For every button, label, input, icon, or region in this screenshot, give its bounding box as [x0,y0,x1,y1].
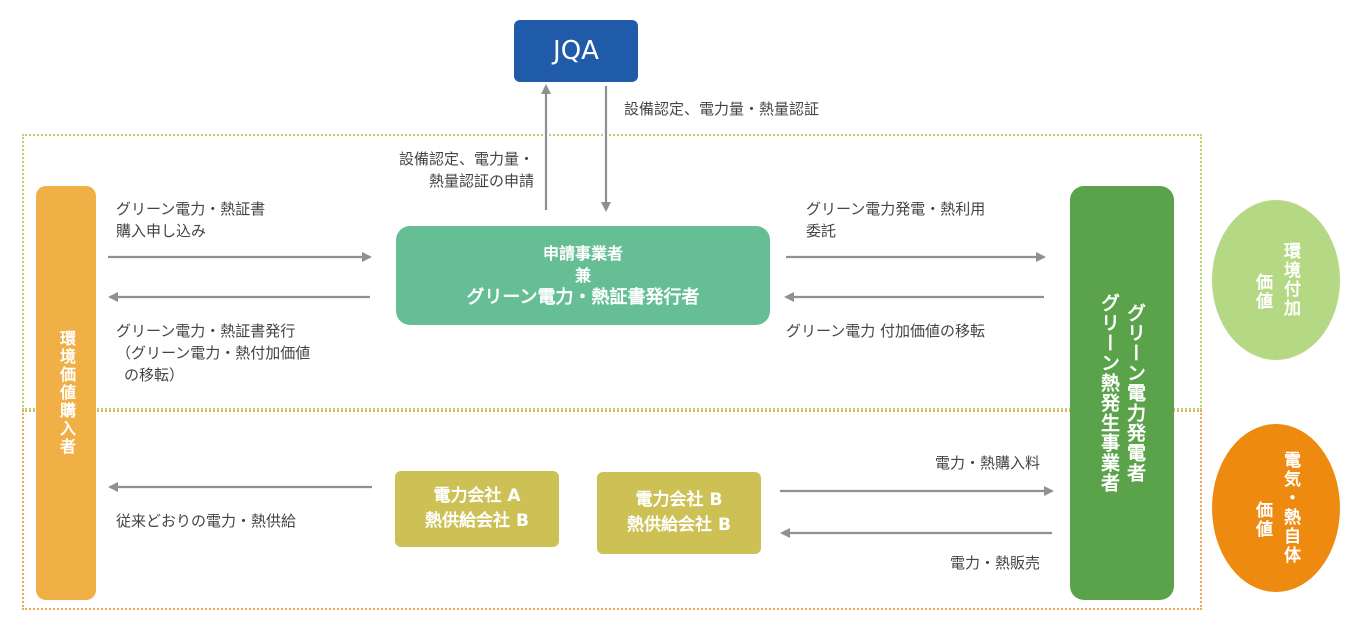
applicant-line-2: 兼 [574,265,591,285]
company-b-line-2: 熱供給会社 B [627,515,731,535]
electricity-value-boundary [22,410,1202,610]
applicant-issuer-box: 申請事業者 兼 グリーン電力・熱証書発行者 [396,226,770,325]
company-a-box: 電力会社 A 熱供給会社 B [395,471,559,547]
consign-line-2: 委託 [806,222,837,240]
purchase-text: 電力・熱購入料 [934,454,1040,472]
company-b-box: 電力会社 B 熱供給会社 B [597,472,761,554]
issue-line-1: グリーン電力・熱証書発行 [116,322,296,340]
company-a-line-1: 電力会社 A [433,486,521,506]
purchase-label: 電力・熱購入料 [900,452,1040,474]
conventional-supply-label: 従来どおりの電力・熱供給 [116,510,296,532]
buy-request-line-1: グリーン電力・熱証書 [116,200,266,218]
jqa-certification-label: 設備認定、電力量・熱量認証 [624,98,819,120]
jqa-application-label: 設備認定、電力量・ 熱量認証の申請 [360,148,534,192]
green-generator-box: グリーン熱発生事業者 グリーン電力発電者 [1070,186,1174,600]
applicant-line-1: 申請事業者 [542,243,623,263]
applicant-line-3: グリーン電力・熱証書発行者 [466,286,700,308]
elec-value-col-2: 電気・熱自体 [1280,451,1300,565]
conventional-supply-text: 従来どおりの電力・熱供給 [116,512,297,530]
sale-label: 電力・熱販売 [900,552,1040,574]
company-b-line-1: 電力会社 B [635,490,723,510]
jqa-up-line-2: 熱量認証の申請 [428,172,534,190]
consignment-label: グリーン電力発電・熱利用 委託 [806,198,985,242]
jqa-box: JQA [514,20,638,82]
buyer-label: 環境価値購入者 [57,330,76,456]
generator-col-2: グリーン電力発電者 [1124,303,1146,483]
jqa-label: JQA [553,36,599,66]
env-value-col-1: 価値 [1252,273,1272,311]
env-value-col-2: 環境付加 [1280,242,1300,318]
issue-line-2: （グリーン電力・熱付加価値 [116,344,311,362]
buy-request-line-2: 購入申し込み [116,222,207,240]
generator-col-1: グリーン熱発生事業者 [1098,293,1120,493]
value-transfer-text: グリーン電力 付加価値の移転 [786,322,986,340]
sale-text: 電力・熱販売 [949,554,1040,572]
jqa-up-line-1: 設備認定、電力量・ [398,150,534,168]
environmental-value-buyer-box: 環境価値購入者 [36,186,96,600]
buy-request-label: グリーン電力・熱証書 購入申し込み [116,198,265,242]
issue-line-3: の移転） [124,366,185,384]
environmental-value-boundary [22,134,1202,410]
consign-line-1: グリーン電力発電・熱利用 [806,200,986,218]
company-a-line-2: 熱供給会社 B [425,511,529,531]
elec-value-col-1: 価値 [1252,501,1272,539]
electricity-heat-value-oval: 価値 電気・熱自体 [1212,424,1340,592]
certificate-issue-label: グリーン電力・熱証書発行 （グリーン電力・熱付加価値 の移転） [116,320,310,386]
value-transfer-label: グリーン電力 付加価値の移転 [786,320,985,342]
environmental-value-oval: 価値 環境付加 [1212,200,1340,360]
jqa-down-text: 設備認定、電力量・熱量認証 [624,100,820,118]
